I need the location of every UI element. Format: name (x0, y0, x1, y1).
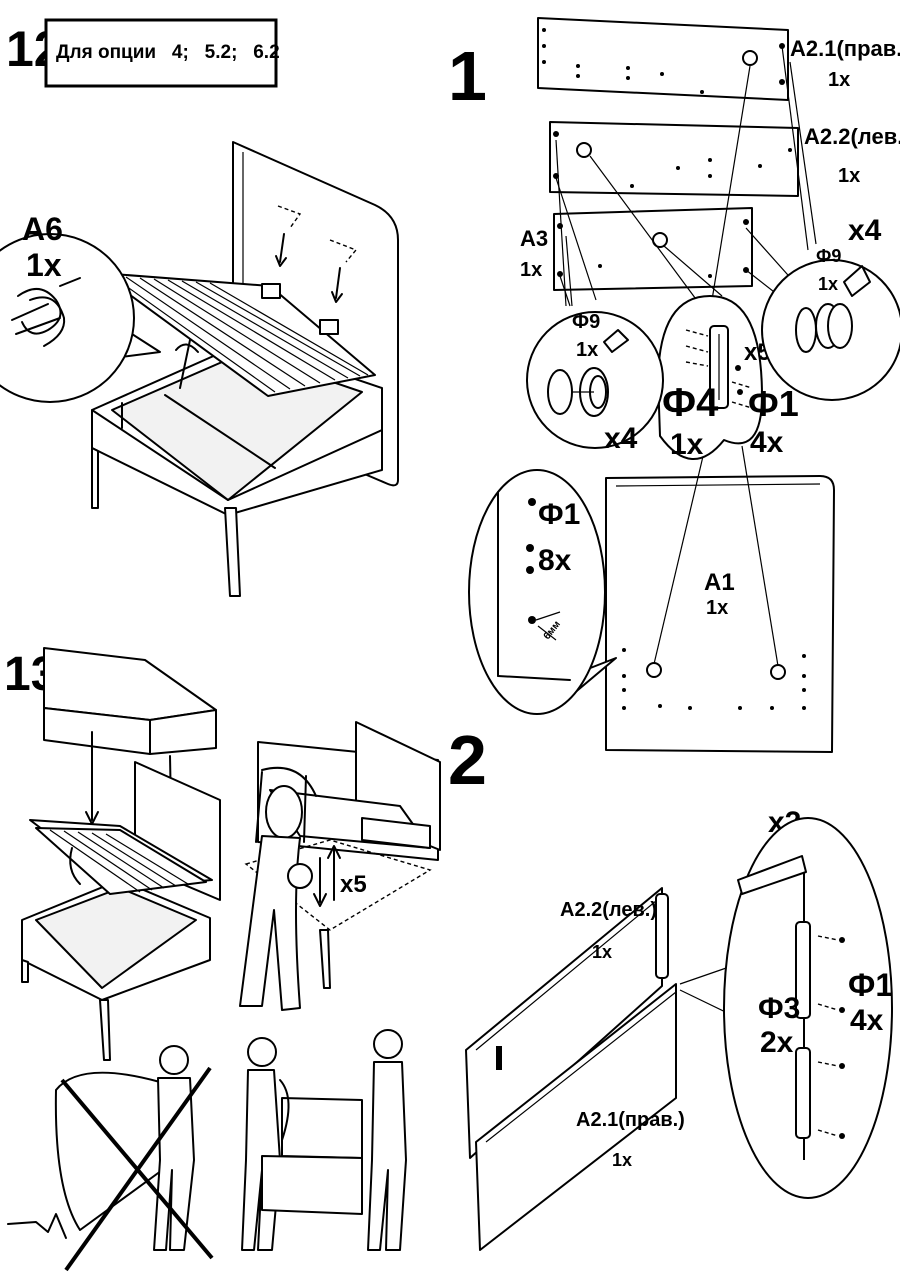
board-a2-2 (465, 887, 663, 1159)
f1-8x-detail-circle (468, 469, 617, 715)
mattress-illustration (43, 647, 217, 865)
f9-right-code: Ф9 (816, 246, 841, 266)
bracket-detail-circle (679, 817, 893, 1199)
a2-1-code: A2.1(прав.) (790, 36, 900, 61)
f9-right-detail-circle (761, 259, 900, 401)
board-a2-1 (475, 983, 677, 1251)
a2-1-step2-code: A2.1(прав.) (576, 1109, 685, 1131)
wrong-carry-illustration (7, 1045, 214, 1272)
bed-lift-person-illustration (239, 721, 441, 1011)
a2-2-holes (553, 131, 792, 188)
step-1-panel: 1 A2.1(прав.) 1x A2.2(лев.) 1x (448, 17, 900, 753)
option-box (44, 18, 278, 88)
f9-left-multiplier: x4 (604, 422, 638, 455)
bed-illustration-step13 (21, 761, 221, 1061)
step-13-count: x5 (340, 871, 367, 898)
f9-left-detail-circle (526, 311, 664, 449)
f4-code: Ф4 (662, 381, 719, 425)
a2-2-step2-qty: 1x (592, 942, 612, 962)
step-2-panel: 2 x2 A2.2(лев.) 1x A2.1(прав.) 1x (448, 721, 893, 1251)
a3-qty: 1x (520, 259, 542, 281)
a2-1-qty: 1x (828, 69, 850, 91)
step-1-number: 1 (448, 37, 487, 115)
f1-detail-qty: 8x (538, 544, 572, 577)
a6-qty: 1x (26, 247, 62, 283)
step-2-number: 2 (448, 721, 487, 799)
step-13-panel: 13 (4, 647, 441, 1272)
panel-a2-2 (549, 121, 799, 197)
f9-right-qty: 1x (818, 274, 838, 294)
a1-qty: 1x (706, 597, 728, 619)
f1-center-qty: 4x (750, 426, 784, 459)
step-12-panel: 12 Для опции 4; 5.2; 6.2 (0, 18, 399, 597)
a1-code: A1 (704, 569, 735, 596)
panel-a1 (605, 475, 835, 753)
f1-detail-code: Ф1 (538, 498, 580, 531)
correct-carry-illustration (241, 1029, 407, 1251)
panel-a3 (553, 207, 753, 291)
screw-icons-step2 (817, 935, 845, 1139)
a2-1-step2-qty: 1x (612, 1150, 632, 1170)
f1-step2-code: Ф1 (848, 967, 893, 1003)
a2-2-step2-code: A2.2(лев.) (560, 899, 657, 921)
f3-code: Ф3 (758, 992, 800, 1025)
option-text: Для опции 4; 5.2; 6.2 (56, 42, 280, 63)
f4-qty: 1x (670, 428, 704, 461)
f9-left-code: Ф9 (572, 311, 600, 333)
f1-step2-qty: 4x (850, 1004, 884, 1037)
f9-left-qty: 1x (576, 339, 598, 361)
a6-detail-circle (0, 233, 161, 403)
f1-center-code: Ф1 (748, 383, 799, 424)
screw-icons-center (685, 329, 753, 409)
a2-2-qty: 1x (838, 165, 860, 187)
a6-code: A6 (22, 211, 63, 247)
f9-right-multiplier: x4 (848, 214, 882, 247)
a3-code: A3 (520, 226, 548, 251)
bed-illustration-step12 (91, 141, 399, 597)
f3-qty: 2x (760, 1026, 794, 1059)
slat-lines (111, 275, 369, 393)
f4-detail-circle (657, 295, 763, 460)
a2-2-code: A2.2(лев.) (804, 124, 900, 149)
panel-a2-1 (537, 17, 789, 101)
a2-1-holes (542, 28, 785, 94)
